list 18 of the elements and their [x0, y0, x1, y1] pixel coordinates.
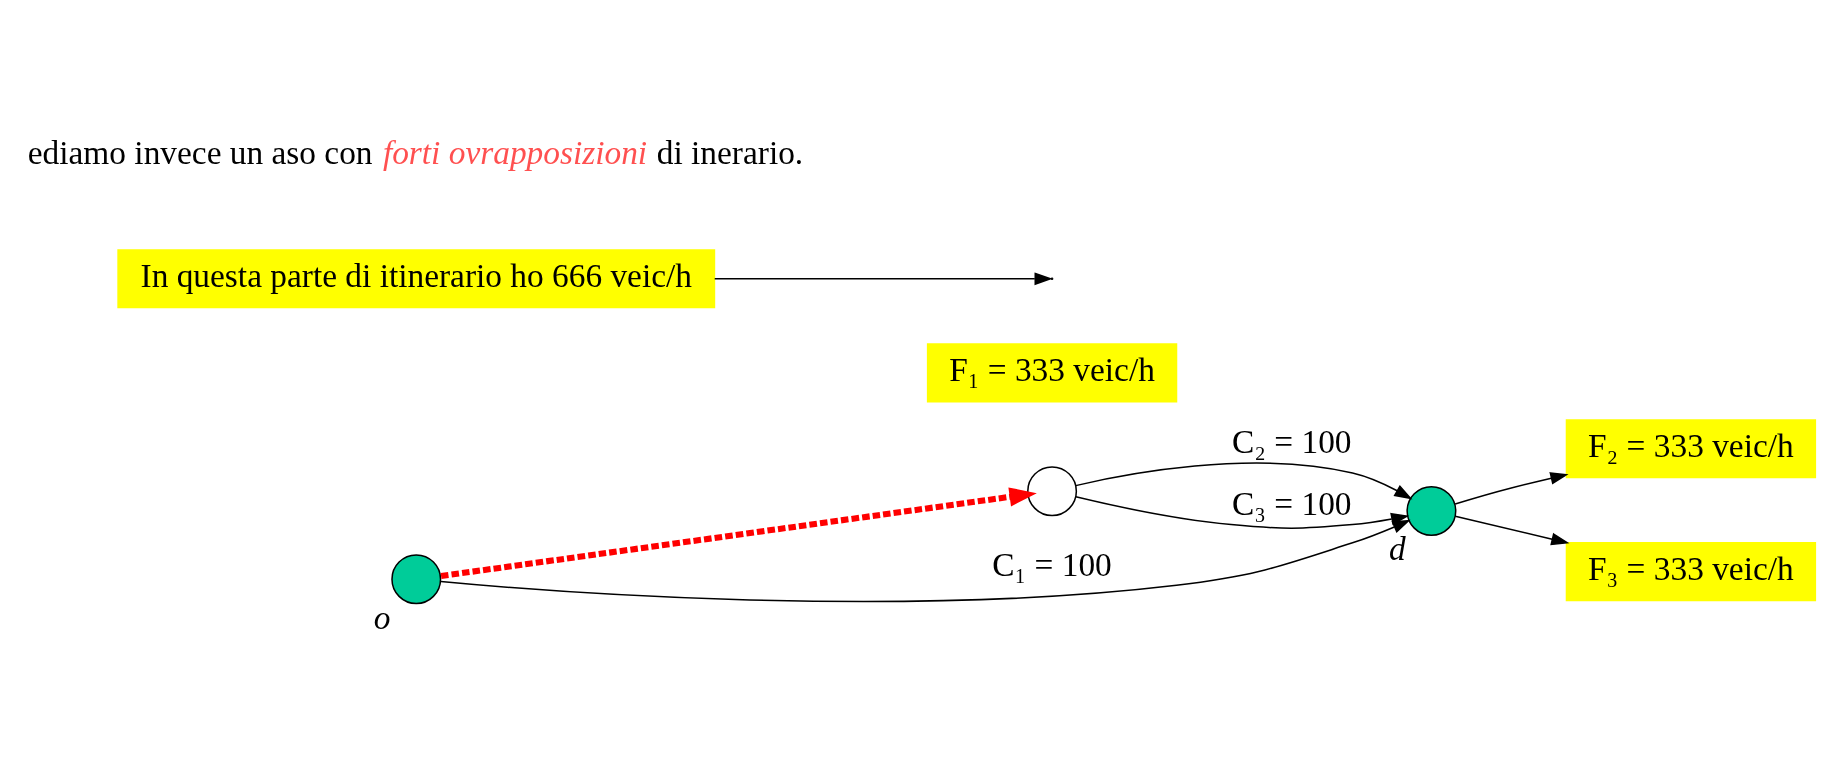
edge-label: C₂ = 100: [1232, 422, 1352, 460]
node-box: In questa parte di itinerario ho 666 veic/h: [117, 248, 716, 308]
edge-label: C₃ = 100: [1232, 484, 1352, 522]
node-label: o: [373, 598, 391, 636]
node-box: F₃ = 333 veic/h: [1565, 541, 1817, 601]
node-box: F₁ = 333 veic/h: [926, 342, 1178, 402]
arrow: [1074, 461, 1413, 499]
node-circle: [1406, 485, 1457, 536]
arrow: [1454, 471, 1569, 505]
node-circle: [391, 553, 442, 604]
arrow: [1075, 495, 1410, 529]
edge-label: C₁ = 100: [992, 545, 1112, 583]
node-label: d: [1388, 529, 1406, 567]
label: ediamo invece un aso con forti ovrapposizioni di inerario.: [27, 133, 804, 171]
arrow: [440, 486, 1037, 579]
node-box: F₂ = 333 veic/h: [1565, 418, 1817, 478]
arrow: [1454, 514, 1570, 545]
node-circle: [1027, 465, 1078, 516]
